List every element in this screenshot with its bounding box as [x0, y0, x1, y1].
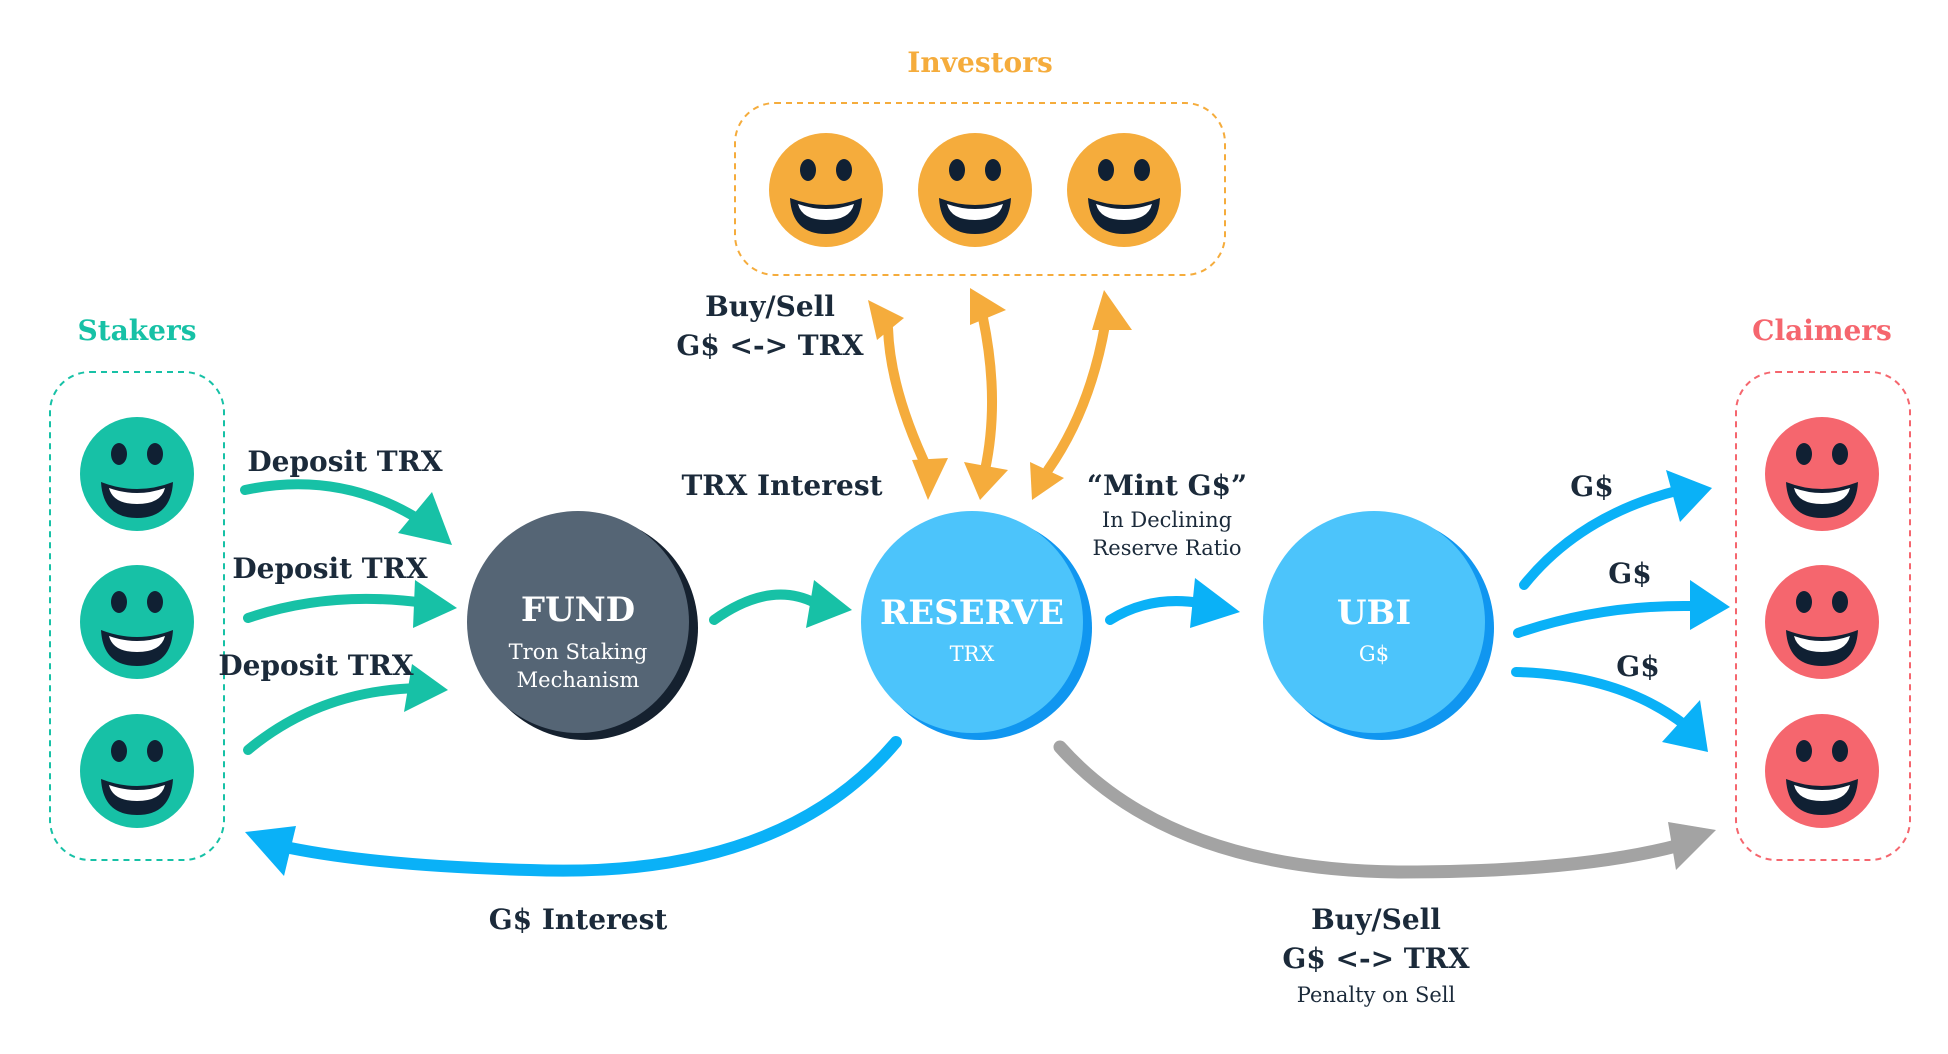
stakers-title: Stakers [77, 314, 196, 347]
fund-node: FUND Tron Staking Mechanism [467, 511, 698, 740]
fund-title: FUND [521, 590, 635, 630]
mint-label-title: “Mint G$” [1087, 469, 1247, 502]
claimer-smiley-1 [1765, 417, 1879, 531]
claim-label-2: G$ [1608, 557, 1651, 590]
claim-arrow-3 [1511, 667, 1708, 752]
investor-smiley-2 [918, 133, 1032, 247]
mint-label-line1: In Declining [1102, 508, 1232, 532]
investor-trade-label-line2: G$ <-> TRX [676, 329, 864, 362]
claim-label-1: G$ [1570, 470, 1613, 503]
mint-arrow [1105, 578, 1240, 628]
fund-node-circle [467, 511, 689, 733]
investors-title: Investors [907, 46, 1052, 79]
claim-arrow-1 [1519, 470, 1712, 590]
reserve-title: RESERVE [880, 593, 1064, 633]
deposit-arrow-3 [243, 664, 448, 755]
reserve-node: RESERVE TRX [861, 511, 1092, 740]
investors-group-box [734, 102, 1226, 276]
g-interest-label: G$ Interest [489, 903, 668, 936]
claim-label-3: G$ [1616, 650, 1659, 683]
claimer-trade-label-line3: Penalty on Sell [1297, 983, 1456, 1007]
claimers-title: Claimers [1752, 314, 1892, 347]
trx-interest-arrow [709, 580, 852, 628]
deposit-label-2: Deposit TRX [232, 552, 428, 585]
claimer-trade-arrow [1053, 740, 1716, 879]
investor-smiley-3 [1067, 133, 1181, 247]
investor-trade-arrow-1 [868, 300, 948, 500]
claimer-smiley-3 [1765, 714, 1879, 828]
fund-subtitle-line2: Mechanism [517, 668, 640, 692]
g-interest-arrow [245, 736, 902, 877]
claimer-trade-label-line2: G$ <-> TRX [1282, 942, 1470, 975]
ubi-node: UBI G$ [1263, 511, 1494, 740]
deposit-label-1: Deposit TRX [247, 445, 443, 478]
staker-smiley-3 [80, 714, 194, 828]
claimer-smiley-2 [1765, 565, 1879, 679]
deposit-label-3: Deposit TRX [218, 649, 414, 682]
trx-interest-label: TRX Interest [681, 469, 882, 502]
investor-smiley-1 [769, 133, 883, 247]
staker-smiley-2 [80, 565, 194, 679]
ubi-title: UBI [1337, 593, 1411, 633]
investor-trade-arrow-3 [1030, 290, 1132, 500]
claimer-trade-label-line1: Buy/Sell [1311, 903, 1441, 936]
ubi-subtitle: G$ [1359, 642, 1389, 666]
claimers-group-box [1735, 371, 1911, 861]
ubi-node-circle [1263, 511, 1485, 733]
fund-subtitle-line1: Tron Staking [509, 640, 648, 664]
reserve-subtitle: TRX [950, 642, 995, 666]
deposit-arrow-1 [240, 479, 452, 545]
investor-trade-label-line1: Buy/Sell [705, 290, 835, 323]
deposit-arrow-2 [243, 580, 457, 628]
stakers-group-box [49, 371, 225, 861]
staker-smiley-1 [80, 417, 194, 531]
investor-trade-arrow-2 [964, 288, 1008, 500]
mint-label-line2: Reserve Ratio [1092, 536, 1241, 560]
reserve-node-circle [861, 511, 1083, 733]
claim-arrow-2 [1513, 580, 1730, 638]
